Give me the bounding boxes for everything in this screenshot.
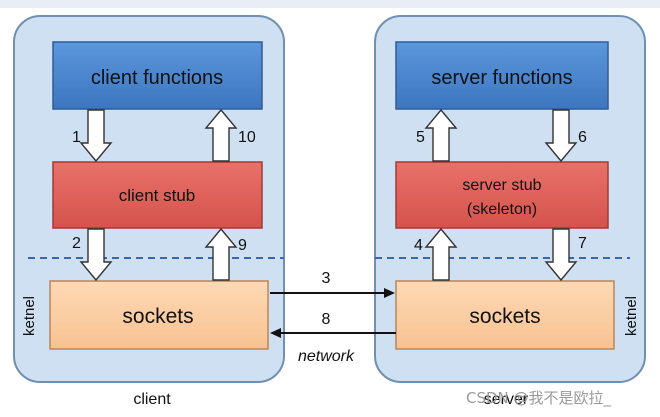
server-functions-box [395,41,609,110]
step-8-label: 8 [322,311,331,328]
client-stub-box [52,161,263,229]
step-9-label: 9 [238,237,247,254]
step-2-label: 2 [72,235,81,252]
server-stub-label-line1: server stub [462,177,541,194]
server-functions-label: server functions [431,67,572,89]
arrow-1-down [79,109,113,163]
network-arrow-8-head [270,328,281,338]
network-arrow-3-head [384,288,395,298]
step-1-label: 1 [72,129,81,146]
server-ketnel-label: ketnel [623,296,640,336]
server-stub-label-line2: (skeleton) [467,201,537,218]
arrow-10-up [204,108,238,162]
arrow-9-up [204,227,238,281]
server-sockets-label: sockets [469,305,540,328]
client-functions-box [52,41,263,110]
arrow-6-down [544,109,578,163]
arrow-7-down [544,228,578,282]
step-3-label: 3 [322,270,331,287]
client-sockets-label: sockets [122,305,193,328]
step-6-label: 6 [578,129,587,146]
arrow-5-up [424,108,458,162]
client-stub-label: client stub [119,186,196,205]
arrow-2-down [79,228,113,282]
server-label: server [484,391,529,408]
arrow-4-up [424,227,458,281]
csdn-watermark: CSDN @我不是欧拉_ [466,389,612,408]
client-ketnel-label: ketnel [21,296,38,336]
server-sockets-box [395,280,615,350]
step-5-label: 5 [416,129,425,146]
step-7-label: 7 [578,235,587,252]
top-strip [0,0,660,8]
server-stub-box [395,161,609,229]
client-sockets-box [49,280,269,350]
step-10-label: 10 [238,129,256,146]
network-label: network [298,348,355,365]
step-4-label: 4 [414,237,423,254]
client-label: client [133,391,171,408]
client-functions-label: client functions [91,67,223,89]
